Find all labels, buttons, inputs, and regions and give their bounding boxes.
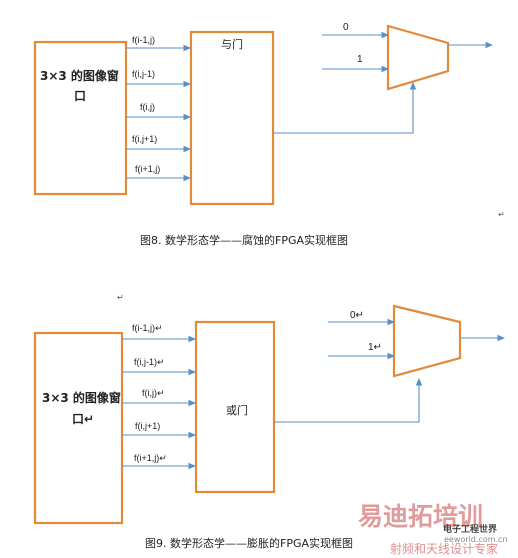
figure-8-erosion: 3×3 的图像窗 口 与门 f(i-1,j) f(i,j-1) f(i,j) f…	[33, 22, 505, 247]
gate-to-mux-select-wire	[274, 377, 423, 423]
signal-label: f(i,j-1)	[132, 69, 155, 79]
mux-input-1-label: 1↵	[368, 342, 382, 353]
signal-label: f(i,j+1)	[135, 421, 160, 431]
figure-9-caption: 图9. 数学形态学——膨胀的FPGA实现框图	[145, 536, 353, 550]
signal-label: f(i,j)↵	[142, 388, 165, 398]
signal-label: f(i+1,j)↵	[134, 453, 167, 463]
and-gate-label: 与门	[221, 37, 243, 51]
watermark: 易迪拓培训 电子工程世界 eeworld.com.cn 射频和天线设计专家	[358, 502, 508, 556]
multiplexer	[386, 24, 450, 91]
figure-9-dilation: 3×3 的图像窗 口↵ 或门 f(i-1,j)↵ f(i,j-1)↵ f(i,j…	[33, 293, 506, 550]
image-window-label: 3×3 的图像窗	[42, 390, 121, 405]
signal-wires	[126, 44, 192, 182]
gate-to-mux-select-wire	[273, 81, 417, 134]
signal-label: f(i,j-1)↵	[134, 357, 165, 367]
paragraph-mark: ↵	[498, 210, 505, 219]
signal-label: f(i,j)	[140, 102, 155, 112]
signal-wires	[122, 335, 197, 470]
paragraph-mark: ↵	[117, 293, 124, 302]
mux-input-1-label: 1	[357, 54, 363, 65]
mux-input-0-label: 0	[343, 22, 349, 33]
signal-label: f(i,j+1)	[132, 134, 157, 144]
watermark-main-text: 易迪拓培训	[358, 502, 483, 531]
or-gate-label: 或门	[226, 403, 248, 417]
and-gate-box	[189, 30, 275, 206]
signal-label: f(i+1,j)	[135, 164, 160, 174]
watermark-sub-text: 射频和天线设计专家	[390, 541, 498, 556]
signal-label: f(i-1,j)	[132, 35, 155, 45]
signal-labels: f(i-1,j) f(i,j-1) f(i,j) f(i,j+1) f(i+1,…	[132, 35, 160, 174]
multiplexer	[392, 304, 462, 378]
image-window-box	[33, 40, 128, 196]
image-window-label: 3×3 的图像窗	[40, 68, 119, 83]
image-window-label-cont: 口	[74, 89, 86, 103]
figure-8-caption: 图8. 数学形态学——腐蚀的FPGA实现框图	[140, 233, 348, 247]
signal-label: f(i-1,j)↵	[132, 323, 163, 333]
image-window-label-cont: 口↵	[72, 412, 94, 426]
watermark-url: eeworld.com.cn	[444, 535, 508, 544]
mux-input-0-label: 0↵	[350, 310, 364, 321]
watermark-logo-text: 电子工程世界	[443, 523, 497, 535]
image-window-box	[33, 331, 124, 525]
signal-labels: f(i-1,j)↵ f(i,j-1)↵ f(i,j)↵ f(i,j+1) f(i…	[132, 323, 167, 463]
or-gate-box	[194, 320, 276, 494]
